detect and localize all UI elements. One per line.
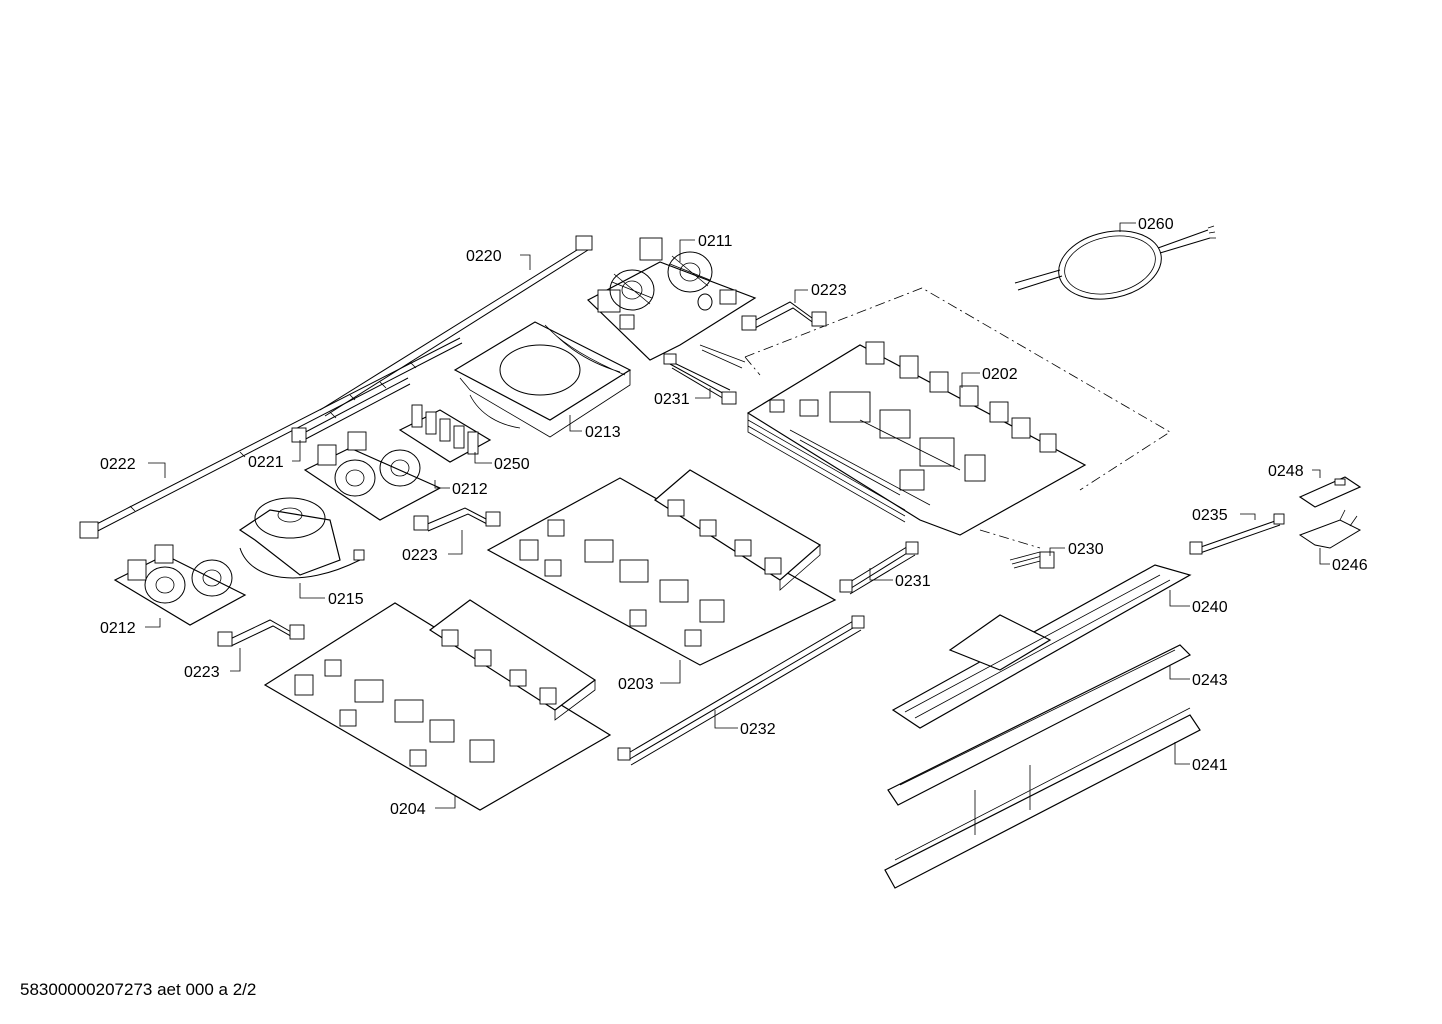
part-0213-coil[interactable] — [453, 321, 632, 438]
part-0223-connector-b[interactable] — [413, 507, 501, 532]
callout-0212: 0212 — [452, 481, 488, 498]
part-0250-terminal[interactable] — [398, 404, 492, 463]
callout-0246: 0246 — [1332, 557, 1368, 574]
callout-0231: 0231 — [654, 391, 690, 408]
callout-0221: 0221 — [248, 454, 284, 471]
part-0222-rail[interactable] — [79, 337, 463, 539]
part-0212-filter-upper[interactable] — [303, 431, 442, 521]
callout-0215: 0215 — [328, 591, 364, 608]
part-0223-connector-c[interactable] — [217, 619, 305, 647]
part-0231-harness-b[interactable] — [839, 541, 919, 595]
callout-0241: 0241 — [1192, 757, 1228, 774]
callout-labels: 0220 0211 0223 0260 0202 0231 0213 0222 … — [100, 216, 1368, 818]
part-0231-harness-a[interactable] — [663, 344, 746, 405]
part-0221-rail[interactable] — [291, 377, 411, 443]
callout-0212: 0212 — [100, 620, 136, 637]
callout-0220: 0220 — [466, 248, 502, 265]
assembly-outline-lower — [979, 529, 1041, 549]
callout-0232: 0232 — [740, 721, 776, 738]
part-0240-keypad[interactable] — [891, 564, 1192, 729]
callout-0248: 0248 — [1268, 463, 1304, 480]
part-0243-lightguide[interactable] — [887, 644, 1192, 806]
callout-0203: 0203 — [618, 676, 654, 693]
assembly-outline-upper — [744, 287, 1171, 491]
part-0223-connector-a[interactable] — [741, 301, 827, 331]
callout-0250: 0250 — [494, 456, 530, 473]
part-0212-filter-lower[interactable] — [113, 544, 247, 626]
callout-0223: 0223 — [811, 282, 847, 299]
callout-0223: 0223 — [184, 664, 220, 681]
part-0232-cable[interactable] — [617, 615, 865, 766]
part-0202-board[interactable] — [746, 341, 1087, 536]
part-0246-clip[interactable] — [1298, 509, 1362, 549]
callout-0211: 0211 — [698, 233, 733, 250]
callout-0235: 0235 — [1192, 507, 1228, 524]
part-0215-fan[interactable] — [238, 497, 365, 579]
callout-0230: 0230 — [1068, 541, 1104, 558]
callout-0260: 0260 — [1138, 216, 1174, 233]
part-0235-cable[interactable] — [1189, 513, 1285, 555]
callout-0222: 0222 — [100, 456, 136, 473]
callout-0213: 0213 — [585, 424, 621, 441]
part-0248-plate[interactable] — [1298, 476, 1362, 508]
callout-0240: 0240 — [1192, 599, 1228, 616]
part-0260-cable[interactable] — [1014, 222, 1216, 308]
callout-0204: 0204 — [390, 801, 426, 818]
part-0204-board[interactable] — [263, 599, 612, 811]
leader-lines — [145, 222, 1330, 809]
part-0211-board[interactable] — [586, 237, 757, 361]
part-0230-connector[interactable] — [1009, 551, 1055, 569]
callout-0223: 0223 — [402, 547, 438, 564]
callout-0202: 0202 — [982, 366, 1018, 383]
callout-0243: 0243 — [1192, 672, 1228, 689]
part-0203-board[interactable] — [486, 469, 837, 666]
callout-0231: 0231 — [895, 573, 931, 590]
document-id: 58300000207273 aet 000 a 2/2 — [20, 980, 257, 999]
part-0241-frame[interactable] — [884, 707, 1201, 889]
